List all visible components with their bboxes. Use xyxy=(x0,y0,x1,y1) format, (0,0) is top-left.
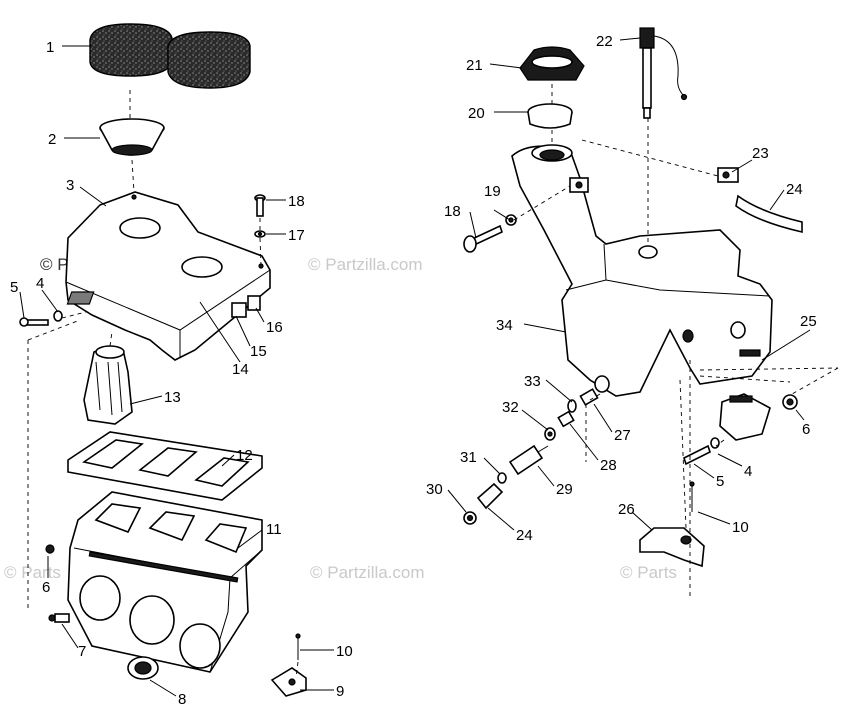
callout-c4a: 4 xyxy=(36,275,44,292)
callout-c4b: 4 xyxy=(744,463,752,480)
callout-c21: 21 xyxy=(466,57,483,74)
callout-c15: 15 xyxy=(250,343,267,360)
watermark-right-lower: © Parts xyxy=(620,563,677,582)
callout-c16: 16 xyxy=(266,319,283,336)
fuel-filter xyxy=(508,444,549,476)
callout-c14: 14 xyxy=(232,361,249,378)
callout-c24a: 24 xyxy=(786,181,803,198)
fuel-hose-24 xyxy=(476,482,504,510)
mount-bracket xyxy=(270,667,307,697)
bolt-washer-right xyxy=(683,437,720,466)
callout-c17: 17 xyxy=(288,227,305,244)
bolt-washer-left xyxy=(19,310,63,327)
callout-c31: 31 xyxy=(460,449,477,466)
callout-c2: 2 xyxy=(48,131,56,148)
watermark-left-lower: © Parts xyxy=(4,563,61,582)
callout-c1: 1 xyxy=(46,39,54,56)
watermark-center-lower: © Partzilla.com xyxy=(310,563,425,582)
tank-screw-washer xyxy=(463,214,517,253)
fuel-cap xyxy=(519,46,585,81)
callout-c30: 30 xyxy=(426,481,443,498)
clamp-31 xyxy=(497,472,507,484)
callout-c3: 3 xyxy=(66,177,74,194)
left-assembly-lines xyxy=(27,90,299,679)
callout-c5a: 5 xyxy=(10,279,18,296)
callout-c11: 11 xyxy=(266,521,282,538)
screw-left xyxy=(295,633,301,660)
drain-fitting xyxy=(48,613,70,623)
sensor-bracket xyxy=(719,393,771,441)
callout-c10a: 10 xyxy=(336,643,353,660)
callout-c24b: 24 xyxy=(516,527,533,544)
callout-c26: 26 xyxy=(618,501,635,518)
callout-c5b: 5 xyxy=(716,473,724,490)
fuel-gauge-sender xyxy=(639,27,688,119)
intake-boot xyxy=(83,345,133,425)
right-assembly-lines xyxy=(513,84,839,598)
callout-c25: 25 xyxy=(800,313,817,330)
tank-bracket xyxy=(639,527,705,568)
vent-hose xyxy=(735,194,803,234)
callout-c28: 28 xyxy=(600,457,617,474)
callout-c13: 13 xyxy=(164,389,181,406)
callout-c20: 20 xyxy=(468,105,485,122)
callout-c29: 29 xyxy=(556,481,573,498)
callout-c33: 33 xyxy=(524,373,541,390)
callout-c8: 8 xyxy=(178,691,186,708)
callout-c6a: 6 xyxy=(42,579,50,596)
callout-c19: 19 xyxy=(484,183,501,200)
callout-c23: 23 xyxy=(752,145,769,162)
washer-33 xyxy=(567,399,577,413)
callout-c7: 7 xyxy=(78,643,86,660)
nut-left xyxy=(45,544,55,554)
leader-lines xyxy=(19,37,811,697)
callout-c18a: 18 xyxy=(288,193,305,210)
airbox-gasket xyxy=(67,431,263,501)
airbox-base xyxy=(67,491,263,673)
filter-boot xyxy=(99,118,165,156)
callout-c32: 32 xyxy=(502,399,519,416)
watermark-center-upper: © Partzilla.com xyxy=(308,255,423,274)
callout-c9: 9 xyxy=(336,683,344,700)
nut-right xyxy=(782,394,798,410)
callout-c34: 34 xyxy=(496,317,513,334)
grommet xyxy=(127,656,159,680)
callout-c18b: 18 xyxy=(444,203,461,220)
lid-screw-washer xyxy=(254,194,266,238)
screw-right xyxy=(689,481,695,512)
callout-c10b: 10 xyxy=(732,519,749,536)
callout-c22: 22 xyxy=(596,33,613,50)
fuel-shutoff-fitting xyxy=(579,388,599,406)
cap-gasket xyxy=(527,103,573,129)
callout-c27: 27 xyxy=(614,427,631,444)
callout-c12: 12 xyxy=(236,447,253,464)
fuel-tank xyxy=(511,144,773,397)
callout-c6b: 6 xyxy=(802,421,810,438)
air-filter-foam xyxy=(89,23,251,89)
washer-32 xyxy=(544,427,556,441)
fuel-fitting-28 xyxy=(557,410,575,428)
nut-30 xyxy=(463,511,477,525)
airbox-lid xyxy=(65,191,271,361)
